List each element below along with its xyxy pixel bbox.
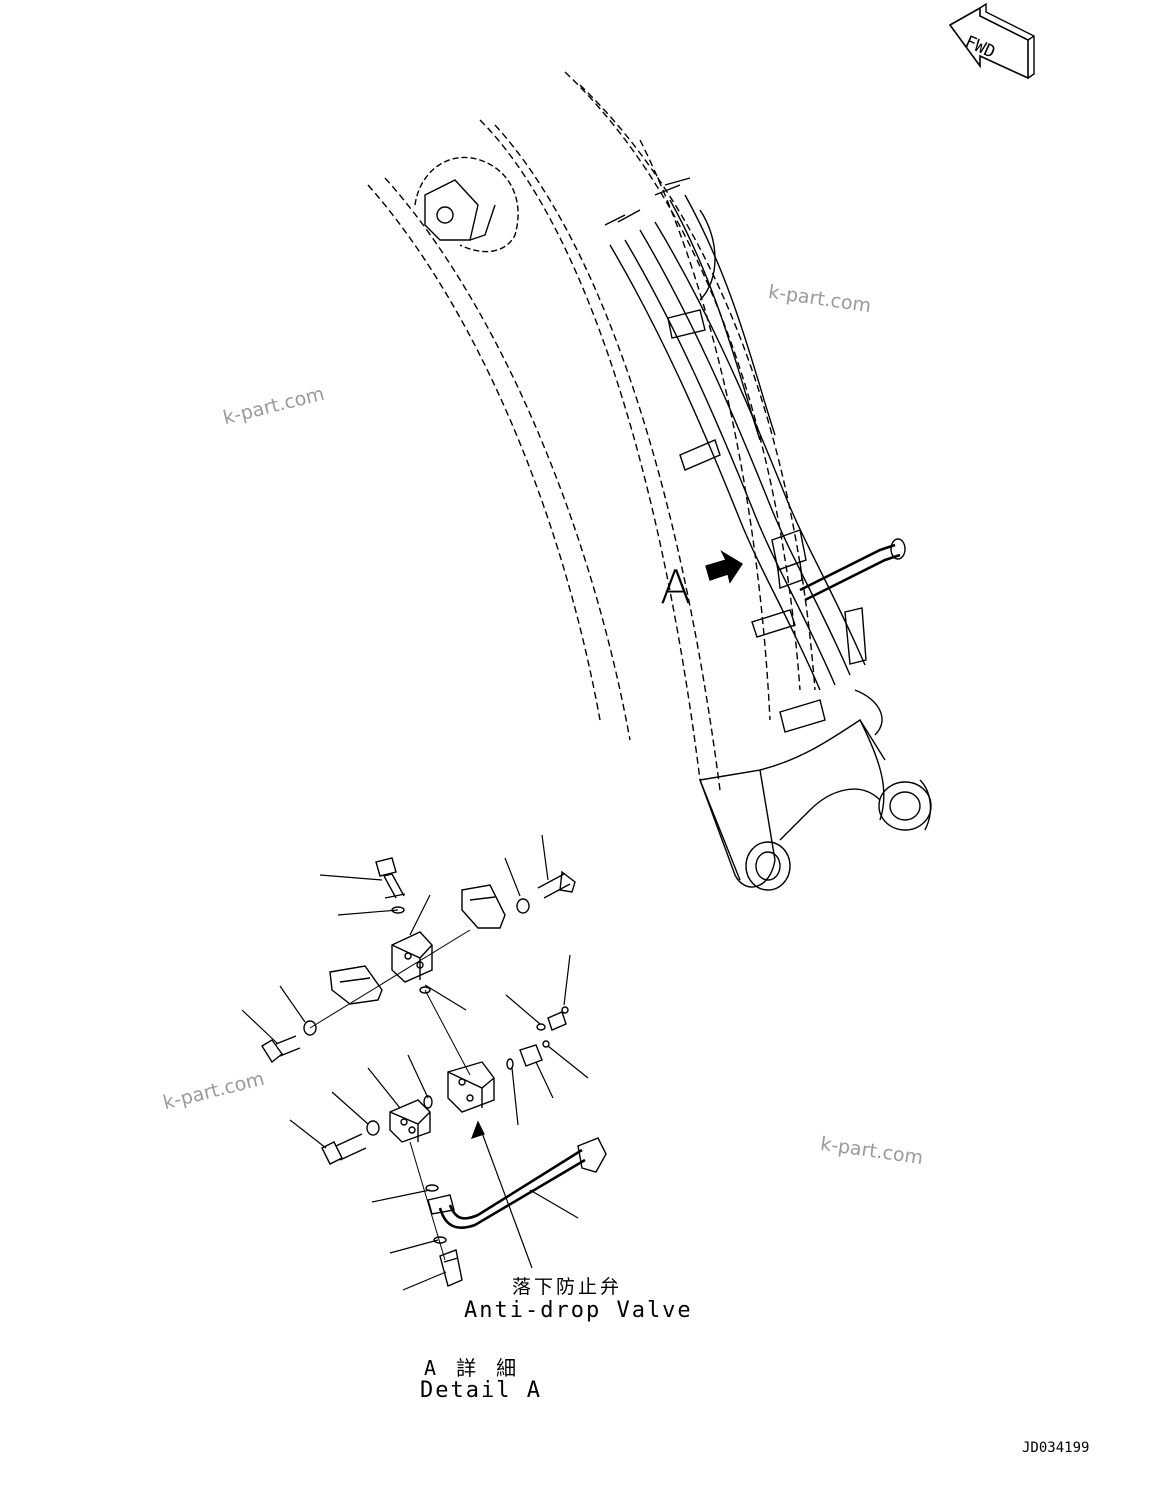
view-label: A bbox=[660, 560, 692, 614]
detail-a-view bbox=[261, 857, 607, 1287]
cylinder-end bbox=[414, 156, 519, 253]
callout-japanese: 落下防止弁 bbox=[512, 1276, 623, 1298]
boom-foot bbox=[699, 719, 932, 891]
boom-outline bbox=[367, 71, 816, 791]
detail-english: Detail A bbox=[420, 1378, 542, 1403]
boom-pipes bbox=[604, 177, 883, 736]
drawing-number: JD034199 bbox=[1022, 1440, 1090, 1456]
fwd-arrow-icon bbox=[948, 2, 1035, 80]
view-arrow-icon bbox=[705, 550, 743, 584]
leader-lines bbox=[241, 834, 589, 1291]
detail-japanese: A 詳 細 bbox=[424, 1356, 521, 1380]
callout-english: Anti-drop Valve bbox=[464, 1298, 693, 1323]
main-valve-assembly bbox=[771, 529, 906, 602]
